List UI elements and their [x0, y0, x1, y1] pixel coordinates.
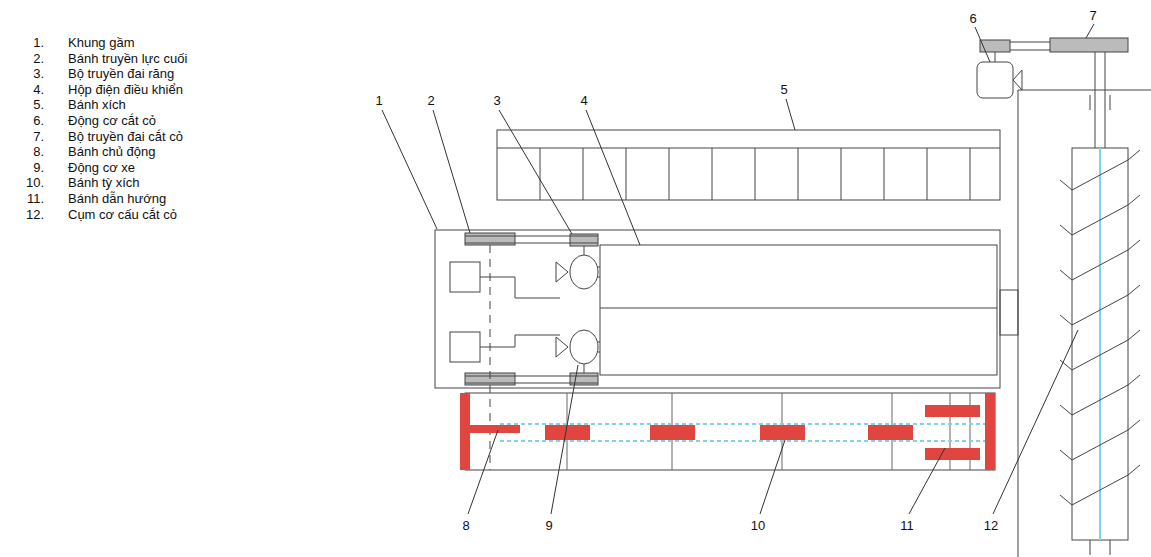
list-number: 5. — [33, 97, 44, 112]
axles — [567, 393, 970, 470]
callout-number: 1 — [375, 93, 382, 108]
list-number: 9. — [33, 160, 44, 175]
list-number: 6. — [33, 113, 44, 128]
callout-number: 3 — [493, 93, 500, 108]
callout-number: 6 — [969, 11, 976, 26]
callout-number: 12 — [984, 518, 998, 533]
chain — [500, 424, 985, 441]
cutter-shaft — [1072, 148, 1128, 540]
part-name: Bánh dẫn hướng — [68, 191, 166, 206]
track-assembly — [465, 393, 995, 470]
cutter-pulley — [1050, 38, 1128, 52]
chassis-frame — [435, 230, 1000, 388]
part-name: Bộ truyền đai răng — [68, 66, 174, 81]
callout-number: 7 — [1089, 8, 1096, 23]
wire — [480, 335, 560, 347]
driver-box — [450, 332, 480, 362]
callout-number: 10 — [751, 518, 765, 533]
list-number: 4. — [33, 82, 44, 97]
cutter-motor — [977, 62, 1013, 98]
control-box — [600, 245, 997, 375]
track — [497, 130, 1000, 200]
list-number: 8. — [33, 144, 44, 159]
callout-number: 5 — [780, 82, 787, 97]
part-name: Khung gầm — [68, 35, 135, 50]
part-name: Bánh truyền lực cuối — [68, 51, 187, 66]
callout-number: 4 — [580, 93, 587, 108]
spiral-blades — [1060, 150, 1140, 505]
leader-lines — [382, 24, 1094, 514]
list-number: 3. — [33, 66, 44, 81]
wire — [480, 277, 560, 298]
drive-shaft — [490, 245, 491, 470]
driver-box — [450, 262, 480, 292]
part-name: Bánh xích — [68, 97, 126, 112]
list-number: 10. — [26, 175, 44, 190]
list-number: 2. — [33, 51, 44, 66]
drive-motor — [556, 246, 600, 289]
list-number: 1. — [33, 35, 44, 50]
callout-number: 8 — [462, 518, 469, 533]
callout-number: 11 — [900, 518, 914, 533]
part-name: Động cơ cắt cỏ — [68, 113, 156, 128]
list-number: 7. — [33, 129, 44, 144]
callout-number: 2 — [427, 93, 434, 108]
part-name: Cụm cơ cấu cắt cỏ — [68, 207, 177, 222]
red-parts — [460, 393, 995, 470]
part-name: Bộ truyền đai cắt cỏ — [68, 129, 183, 144]
list-number: 12. — [26, 207, 44, 222]
frame-neck — [1000, 290, 1018, 335]
cutter-housing — [1018, 90, 1151, 557]
part-name: Bánh tỳ xích — [68, 175, 140, 190]
callout-number: 9 — [545, 518, 552, 533]
part-name: Bánh chủ động — [68, 144, 155, 159]
part-name: Động cơ xe — [68, 160, 135, 175]
part-name: Hộp điện điều khiển — [68, 82, 183, 97]
list-number: 11. — [27, 191, 44, 206]
